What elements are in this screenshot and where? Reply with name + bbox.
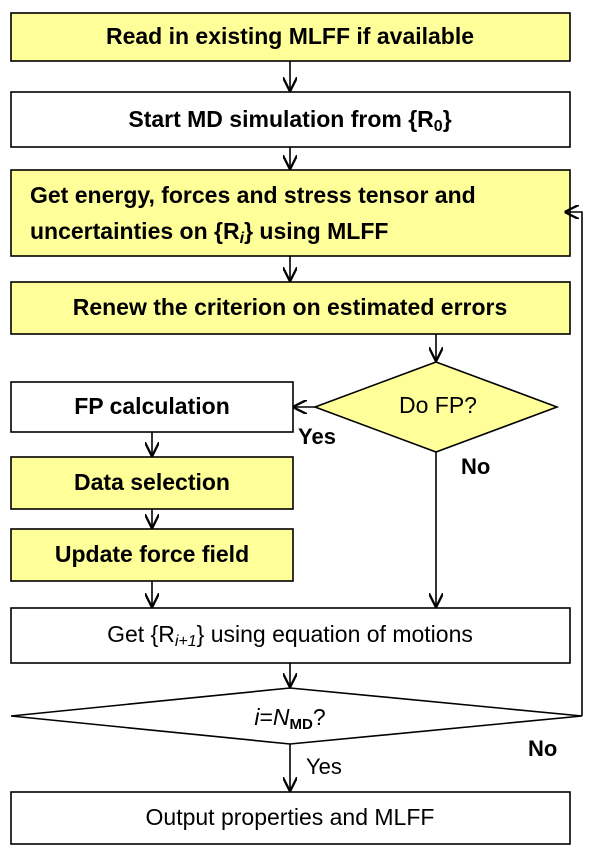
get-energy-box — [10, 169, 571, 257]
data-selection-label: Data selection — [74, 469, 230, 495]
fp-yes-label: Yes — [298, 424, 336, 449]
do-fp-label: Do FP? — [399, 392, 477, 418]
read-mlff-box — [10, 12, 571, 62]
renew-criterion-box — [10, 281, 571, 335]
get-energy-line-2: uncertainties on {Ri} using MLFF — [30, 218, 388, 247]
get-next-positions-label: Get {Ri+1} using equation of motions — [107, 621, 473, 650]
loop-decision-label: i=NMD? — [254, 704, 325, 733]
loop-no-label: No — [528, 736, 557, 761]
start-md-box — [10, 91, 571, 148]
data-selection-box — [10, 456, 294, 510]
loop-back-line — [566, 212, 583, 716]
output-box — [10, 791, 571, 845]
start-md-label: Start MD simulation from {R0} — [128, 106, 451, 135]
read-mlff-label: Read in existing MLFF if available — [106, 23, 474, 49]
update-force-field-label: Update force field — [55, 541, 249, 567]
output-label: Output properties and MLFF — [146, 804, 435, 830]
loop-yes-label: Yes — [306, 754, 342, 779]
renew-criterion-label: Renew the criterion on estimated errors — [73, 294, 508, 320]
get-energy-line-1: Get energy, forces and stress tensor and — [30, 182, 476, 208]
fp-calculation-label: FP calculation — [74, 393, 230, 419]
get-next-positions-box — [10, 607, 571, 664]
fp-no-label: No — [461, 454, 490, 479]
